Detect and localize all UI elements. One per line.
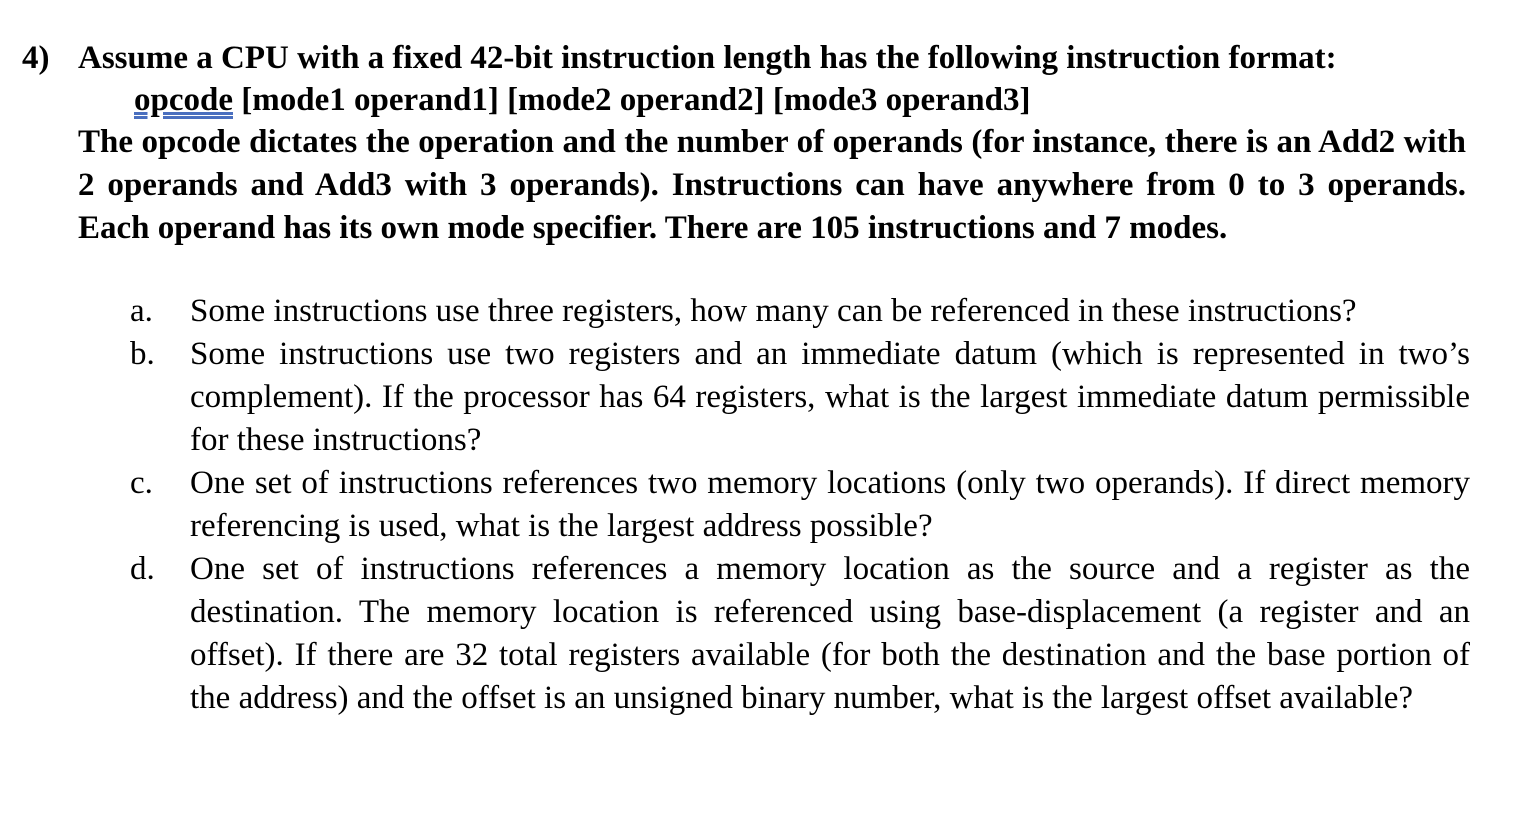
sub-question-text: One set of instructions references a mem… [190, 551, 1470, 716]
format-operands: [mode1 operand1] [mode2 operand2] [mode3… [233, 82, 1031, 118]
sub-question-marker: d. [130, 551, 155, 587]
sub-question-text: Some instructions use two registers and … [190, 336, 1470, 458]
question-number: 4) [22, 40, 50, 76]
sub-question-d: d. One set of instructions references a … [130, 548, 1470, 720]
sub-question-b: b. Some instructions use two registers a… [130, 333, 1470, 462]
instruction-format-line: opcode [mode1 operand1] [mode2 operand2]… [134, 79, 1030, 121]
sub-question-c: c. One set of instructions references tw… [130, 462, 1470, 548]
sub-question-list: a. Some instructions use three registers… [130, 290, 1470, 720]
question-title: Assume a CPU with a fixed 42-bit instruc… [78, 40, 1337, 76]
sub-question-text: One set of instructions references two m… [190, 465, 1470, 544]
format-opcode: opcode [134, 82, 233, 118]
sub-question-a: a. Some instructions use three registers… [130, 290, 1470, 333]
sub-question-text: Some instructions use three registers, h… [190, 293, 1357, 329]
sub-question-marker: a. [130, 293, 153, 329]
sub-question-marker: c. [130, 465, 153, 501]
question-body: The opcode dictates the operation and th… [78, 124, 1466, 246]
sub-question-marker: b. [130, 336, 155, 372]
